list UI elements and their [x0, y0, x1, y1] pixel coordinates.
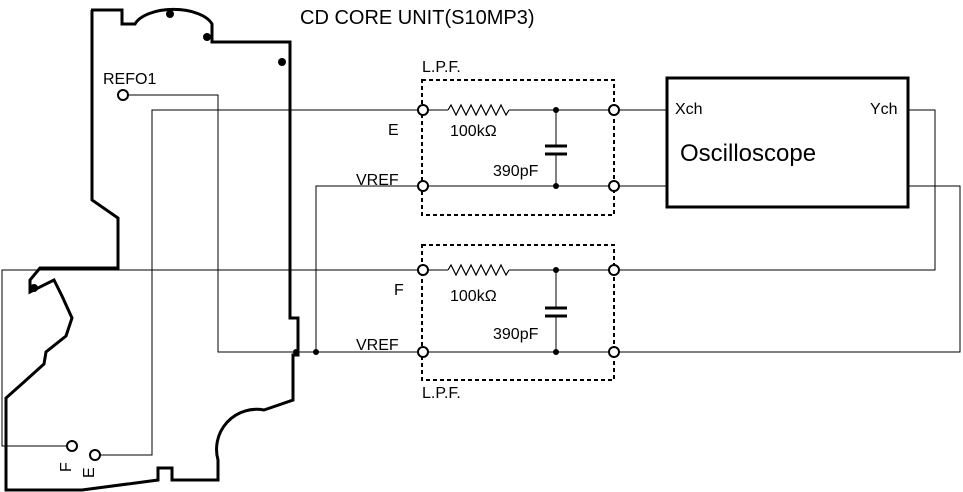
oscilloscope-name: Oscilloscope — [680, 140, 816, 167]
refo1-label: REFO1 — [103, 71, 156, 88]
lpf-upper-header: L.P.F. — [422, 59, 461, 76]
lpf-upper-box — [421, 79, 615, 216]
oscilloscope: Xch Ych Oscilloscope — [665, 76, 910, 209]
oscilloscope-box — [665, 76, 910, 209]
lpf-upper-ref-out-terminal — [608, 180, 620, 192]
e-pin-label: E — [81, 467, 98, 478]
lpf-lower-in-terminal — [417, 264, 429, 276]
resistor-upper-value: 100kΩ — [450, 123, 497, 140]
lpf-lower-box — [421, 244, 615, 381]
resistor-upper — [447, 103, 510, 117]
board-mount-dot — [203, 33, 211, 41]
lpf-upper-in-terminal — [417, 104, 429, 116]
refo1-wire — [128, 94, 423, 353]
lpf-lower-ref-out-terminal — [608, 346, 620, 358]
e-test-point — [89, 449, 101, 461]
board-outline — [4, 7, 300, 492]
lpf-upper-ref-in-terminal — [417, 180, 429, 192]
vref-junction — [313, 349, 319, 355]
board-mount-dot — [30, 284, 38, 292]
lpf-lower-ref-in-terminal — [417, 346, 429, 358]
board-junction — [293, 349, 299, 355]
xch-label: Xch — [675, 101, 703, 118]
low-pass-filter-upper: L.P.F. E VREF 100kΩ 390pF — [356, 59, 620, 216]
f-pin-label: F — [58, 462, 75, 472]
lpf-lower-header: L.P.F. — [422, 385, 461, 402]
resistor-lower-value: 100kΩ — [450, 288, 497, 305]
board-mount-dot — [278, 58, 286, 66]
ych-label: Ych — [870, 101, 898, 118]
lpf-upper-out-terminal — [608, 104, 620, 116]
ych-wire — [615, 109, 936, 271]
lpf-upper-input-label: E — [388, 122, 399, 139]
capacitor-lower-value: 390pF — [493, 326, 539, 343]
vref-upper-wire — [315, 185, 423, 352]
capacitor-upper-value: 390pF — [493, 163, 539, 180]
ych-ref-wire — [615, 185, 961, 353]
e-signal-wire — [100, 109, 423, 456]
lpf-lower-out-terminal — [608, 264, 620, 276]
low-pass-filter-lower: L.P.F. F VREF 100kΩ 390pF — [356, 244, 620, 402]
cd-core-unit-board: REFO1 F E — [4, 7, 300, 492]
f-signal-wire — [1, 269, 423, 447]
board-mount-dot — [166, 10, 174, 18]
refo1-test-point — [117, 89, 129, 101]
resistor-lower — [447, 263, 510, 277]
f-test-point — [66, 440, 78, 452]
wiring — [1, 94, 961, 456]
lpf-lower-ref-label: VREF — [356, 337, 399, 354]
diagram-title: CD CORE UNIT(S10MP3) — [300, 7, 534, 29]
lpf-upper-ref-label: VREF — [356, 172, 399, 189]
lpf-lower-input-label: F — [394, 282, 404, 299]
